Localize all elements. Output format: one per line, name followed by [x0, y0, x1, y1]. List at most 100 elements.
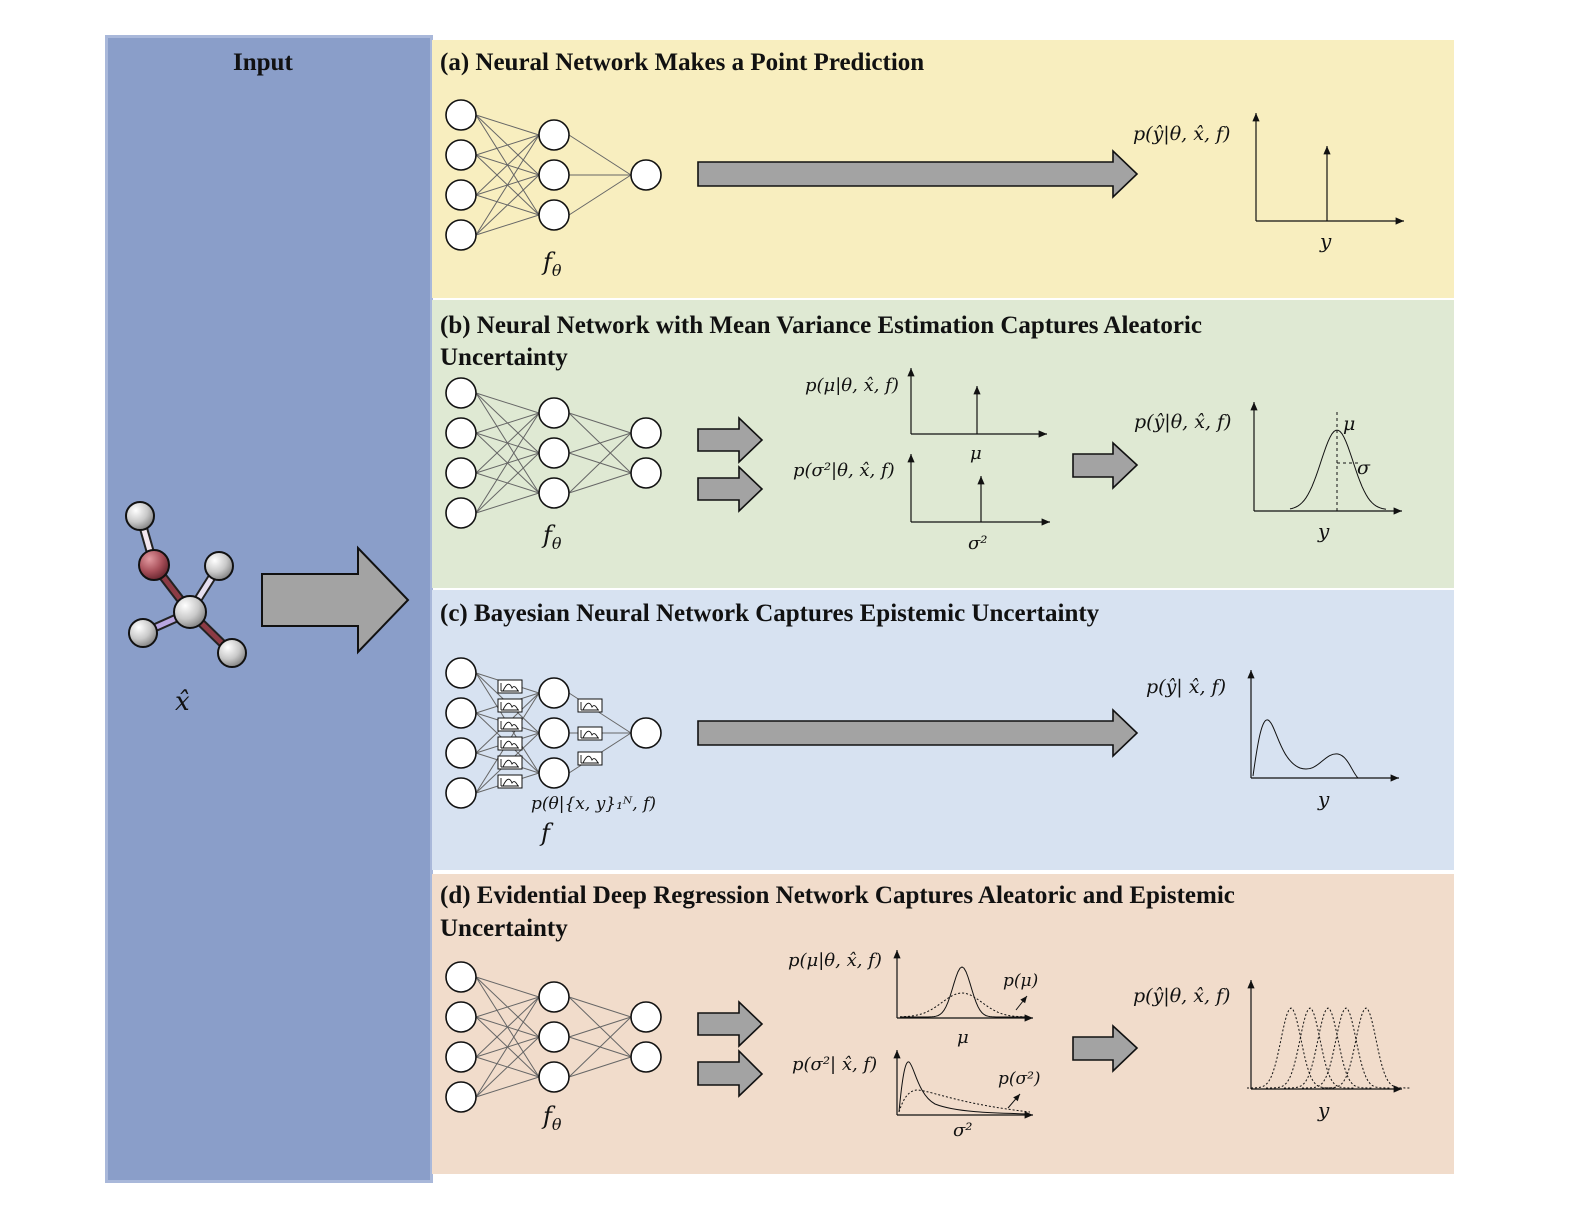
neuron: [445, 697, 477, 729]
neuron: [445, 777, 477, 809]
panel-d-out-plot: [1247, 980, 1410, 1093]
panel-a-plot: [1252, 113, 1404, 225]
panel-c-plot-label: p(ŷ| x̂, f): [1146, 676, 1226, 698]
neuron: [538, 757, 570, 789]
panel-a-arrow-icon: [697, 149, 1139, 199]
panel-d-arrow-bottom-icon: [697, 1049, 764, 1098]
posterior-curve: [580, 730, 599, 739]
neuron: [445, 99, 477, 131]
panel-b-out-axis: y: [1317, 519, 1330, 543]
network-edge: [568, 432, 632, 494]
panel-b-mu-plot: [907, 368, 1047, 438]
panel-b-mu-axis: μ: [970, 443, 982, 464]
panel-b-out-plot: [1250, 402, 1402, 515]
network-edge: [568, 412, 632, 434]
posterior-curve: [500, 721, 519, 730]
output-distribution-curve: [1247, 1007, 1335, 1089]
neuron: [445, 1001, 477, 1033]
posterior-curve: [580, 755, 599, 764]
neuron: [538, 397, 570, 429]
panel-d-net-label: fθ: [541, 1102, 562, 1134]
neuron: [445, 139, 477, 171]
neuron: [445, 179, 477, 211]
panel-d-sigma-prior-label: p(σ²): [998, 1069, 1041, 1089]
neuron: [445, 457, 477, 489]
panel-b-out-plot-label: p(ŷ|θ, x̂, f): [1134, 411, 1231, 433]
neuron: [630, 457, 662, 489]
panel-d-mu-prior-label: p(μ): [1003, 971, 1038, 991]
neuron: [445, 219, 477, 251]
neuron: [538, 437, 570, 469]
network-edge: [475, 392, 540, 414]
neuron: [445, 737, 477, 769]
network-edge: [475, 1036, 540, 1098]
panel-a-net-label: fθ: [541, 248, 562, 280]
neuron: [445, 417, 477, 449]
network-edge: [568, 1016, 632, 1078]
network-edge: [475, 976, 540, 998]
panel-c-title: (c) Bayesian Neural Network Captures Epi…: [440, 600, 1100, 627]
panel-a-plot-label: p(ŷ|θ, x̂, f): [1133, 123, 1230, 145]
panel-b-sigma-plot: [907, 454, 1050, 526]
neuron: [538, 199, 570, 231]
neuron: [630, 417, 662, 449]
network-edge: [475, 412, 540, 434]
neuron: [445, 1041, 477, 1073]
network-edge: [568, 996, 632, 1018]
panel-b-net-label: fθ: [541, 521, 562, 553]
panel-c-axis-label: y: [1317, 787, 1330, 811]
panel-b-background: [432, 300, 1454, 588]
panel-c-net-label: f: [539, 819, 554, 847]
network-edge: [475, 452, 540, 514]
network-edge: [475, 174, 540, 236]
panel-a-title: (a) Neural Network Makes a Point Predict…: [440, 49, 925, 76]
neuron: [538, 981, 570, 1013]
output-distribution-curve: [1266, 1007, 1354, 1089]
posterior-curve: [500, 778, 519, 787]
input-title: Input: [233, 49, 293, 76]
posterior-curve: [500, 740, 519, 749]
neuron: [630, 159, 662, 191]
panel-c-network-icon: [445, 657, 662, 809]
neuron: [445, 377, 477, 409]
neuron: [630, 1001, 662, 1033]
neuron: [538, 119, 570, 151]
output-distribution-curve: [1284, 1007, 1372, 1089]
network-edge: [475, 996, 540, 1098]
panel-d-arrow-top-icon: [697, 1000, 764, 1048]
panel-d-network-icon: [445, 961, 662, 1113]
network-edge: [475, 134, 540, 236]
posterior-curve: [500, 702, 519, 711]
panel-d-sigma-axis: σ²: [953, 1120, 973, 1141]
network-edge: [568, 472, 632, 494]
output-distribution-curve: [1322, 1007, 1410, 1089]
neuron: [538, 1061, 570, 1093]
network-edge: [475, 134, 540, 156]
network-edge: [475, 412, 540, 474]
network-edge: [568, 1016, 632, 1038]
molecule-icon: [125, 501, 247, 668]
neuron: [445, 1081, 477, 1113]
panel-d-title-line1: (d) Evidential Deep Regression Network C…: [440, 882, 1235, 909]
panel-b-title-line2: Uncertainty: [440, 344, 568, 371]
network-edge: [475, 214, 540, 236]
neuron: [445, 497, 477, 529]
neuron: [630, 1041, 662, 1073]
network-edge: [475, 996, 540, 1018]
neuron: [538, 677, 570, 709]
network-edge: [475, 114, 540, 136]
network-edge: [568, 1056, 632, 1078]
panel-d-title-line2: Uncertainty: [440, 915, 568, 942]
network-edge: [568, 174, 632, 216]
network-edge: [475, 134, 540, 196]
panel-b-mu-plot-label: p(μ|θ, x̂, f): [805, 375, 899, 396]
panel-c-plot: [1247, 670, 1399, 782]
input-arrow-icon: [261, 545, 410, 655]
input-symbol: x̂: [175, 687, 190, 717]
posterior-curve: [580, 702, 599, 711]
neuron: [538, 159, 570, 191]
panel-d-sigma-plot-label: p(σ²| x̂, f): [792, 1054, 877, 1075]
panel-a-axis-label: y: [1319, 229, 1332, 253]
panel-b-title-line1: (b) Neural Network with Mean Variance Es…: [440, 312, 1202, 339]
